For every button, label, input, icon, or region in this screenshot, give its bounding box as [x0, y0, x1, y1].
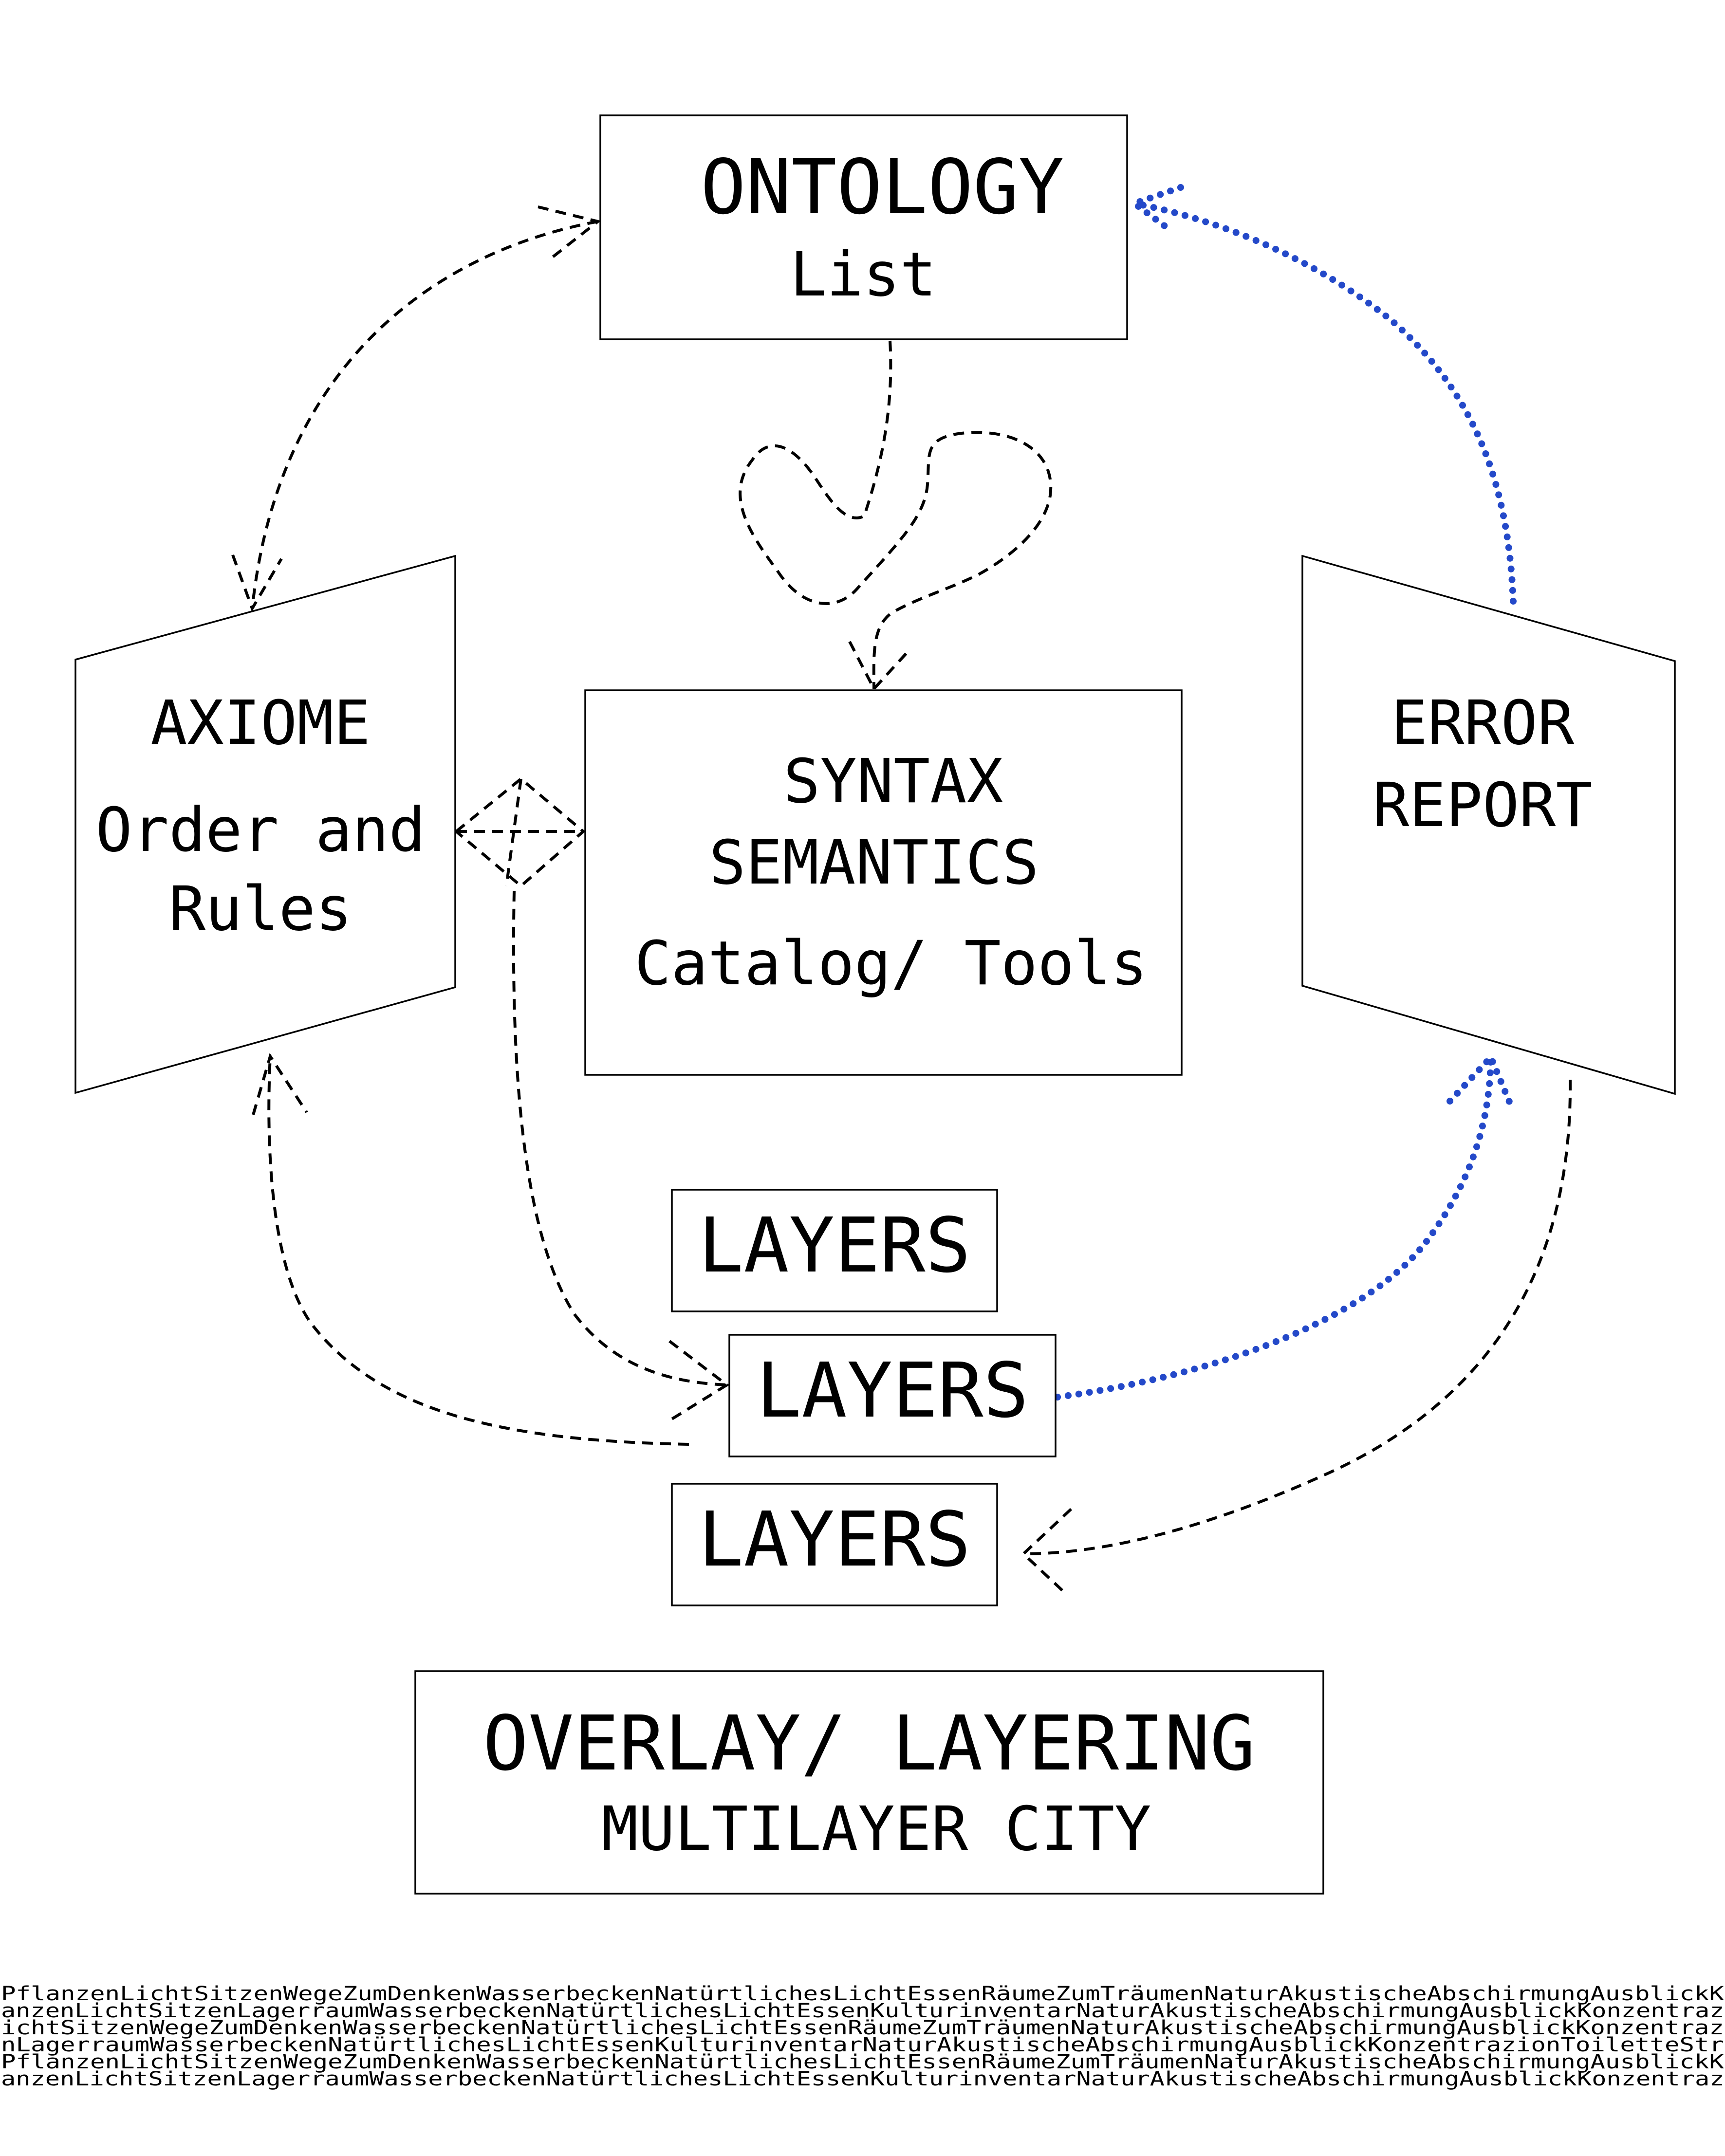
ticker-line: anzenLichtSitzenLagerraumWasserbeckenNat…: [1, 2000, 1725, 2022]
syntax-line2: SEMANTICS: [709, 828, 1039, 898]
ticker-line: PflanzenLichtSitzenWegeZumDenkenWasserbe…: [1, 2051, 1725, 2073]
layers-box-top: LAYERS: [671, 1189, 998, 1312]
dotted-link-layers-error: [1054, 1054, 1494, 1400]
ontology-node: ONTOLOGY List: [599, 114, 1128, 340]
syntax-line3: Catalog/ Tools: [634, 928, 1148, 999]
layers-label: LAYERS: [698, 1201, 971, 1290]
link-axiome-syntax-cross: [456, 778, 583, 886]
overlay-node: OVERLAY/ LAYERING MULTILAYER CITY: [414, 1670, 1324, 1895]
syntax-node: SYNTAX SEMANTICS Catalog/ Tools: [584, 689, 1183, 1076]
ticker-line: PflanzenLichtSitzenWegeZumDenkenWasserbe…: [1, 1983, 1725, 2005]
syntax-line1: SYNTAX: [783, 746, 1003, 817]
axiome-title: AXIOME: [150, 688, 371, 758]
link-layers-axiome: [267, 1056, 689, 1446]
axiome-node: AXIOME Order and Rules: [74, 554, 456, 1094]
ontology-subtitle: List: [790, 240, 936, 310]
ticker-line: ichtSitzenWegeZumDenkenWasserbeckenNatür…: [1, 2017, 1725, 2039]
ticker-line: nLagerraumWasserbeckenNatürtlichesLichtE…: [1, 2034, 1725, 2056]
dotted-link-error-ontology: [1131, 200, 1517, 605]
keyword-ticker: PflanzenLichtSitzenWegeZumDenkenWasserbe…: [1, 1983, 1725, 2090]
layers-stack: LAYERS LAYERS LAYERS: [671, 1189, 1057, 1606]
layers-box-middle: LAYERS: [728, 1334, 1057, 1457]
arrowhead-layers-bottom: [1021, 1508, 1073, 1593]
link-ontology-axiome: [251, 220, 598, 609]
link-syntax-layers: [512, 890, 727, 1386]
overlay-subtitle: MULTILAYER CITY: [602, 1794, 1151, 1864]
error-node: ERROR REPORT: [1301, 554, 1676, 1095]
link-error-layers: [1023, 1079, 1572, 1555]
arrowhead-ontology: [538, 205, 601, 260]
dotted-arrowhead-ontology: [1127, 184, 1184, 232]
layers-box-bottom: LAYERS: [671, 1483, 998, 1606]
layers-label: LAYERS: [756, 1346, 1029, 1435]
axiome-line1: Order and: [95, 795, 425, 866]
arrowhead-layers-middle: [668, 1340, 730, 1420]
dotted-arrowhead-error: [1447, 1051, 1515, 1111]
layers-label: LAYERS: [698, 1495, 971, 1584]
error-line1: ERROR: [1391, 688, 1575, 758]
arrowhead-syntax: [848, 641, 911, 692]
ticker-line: anzenLichtSitzenLagerraumWasserbeckenNat…: [1, 2068, 1725, 2090]
ontology-title: ONTOLOGY: [701, 143, 1064, 231]
arrowhead-axiome-bottom: [252, 1052, 308, 1115]
arrowhead-axiome-top: [231, 554, 283, 612]
link-ontology-syntax: [739, 340, 1053, 689]
axiome-line2: Rules: [169, 874, 352, 944]
overlay-title: OVERLAY/ LAYERING: [483, 1699, 1255, 1787]
connectors: [231, 184, 1572, 1593]
error-line2: REPORT: [1373, 770, 1593, 841]
